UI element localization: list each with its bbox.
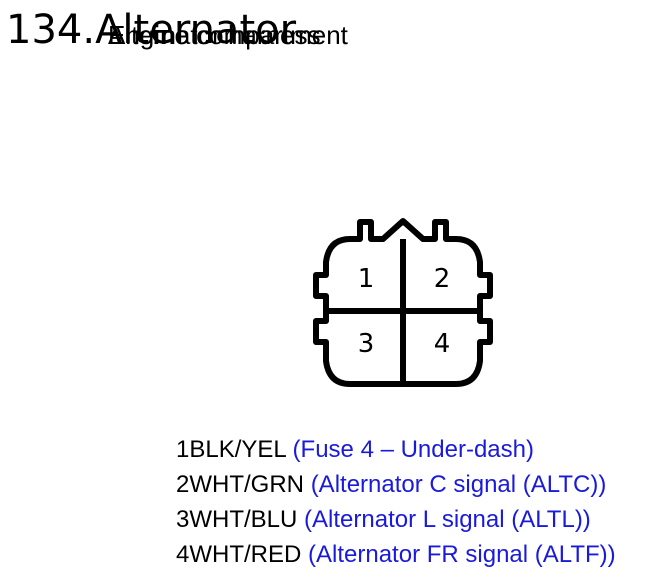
pin-number: 4 — [176, 541, 190, 568]
pin-description: (Alternator L signal (ALTL)) — [304, 506, 591, 533]
wire-color: WHT/BLU — [189, 506, 298, 533]
wire-color: BLK/YEL — [189, 436, 286, 463]
pin-number-3: 3 — [358, 329, 375, 359]
pin-list: 1BLK/YEL (Fuse 4 – Under-dash) 2WHT/GRN … — [176, 432, 616, 572]
harness-label: Alternator harness — [108, 20, 321, 50]
page-title: 134.Alternator — [6, 7, 297, 53]
connector-outline — [313, 218, 493, 387]
pin-number-2: 2 — [434, 264, 451, 294]
pin-description: (Alternator C signal (ALTC)) — [310, 471, 607, 498]
pin-number-1: 1 — [358, 264, 375, 294]
pin-row-4: 4WHT/RED (Alternator FR signal (ALTF)) — [176, 537, 616, 572]
pin-row-2: 2WHT/GRN (Alternator C signal (ALTC)) — [176, 467, 616, 502]
pin-description: (Alternator FR signal (ALTF)) — [308, 541, 616, 568]
pin-number: 2 — [176, 471, 190, 498]
pin-row-1: 1BLK/YEL (Fuse 4 – Under-dash) — [176, 432, 616, 467]
pin-number: 3 — [176, 506, 190, 533]
pin-description: (Fuse 4 – Under-dash) — [292, 436, 534, 463]
wire-color: WHT/GRN — [189, 471, 305, 498]
location-label: Engine compartment — [108, 20, 348, 50]
wire-color: WHT/RED — [189, 541, 302, 568]
pin-row-3: 3WHT/BLU (Alternator L signal (ALTL)) — [176, 502, 616, 537]
pin-number: 1 — [176, 436, 190, 463]
pin-number-4: 4 — [434, 329, 451, 359]
